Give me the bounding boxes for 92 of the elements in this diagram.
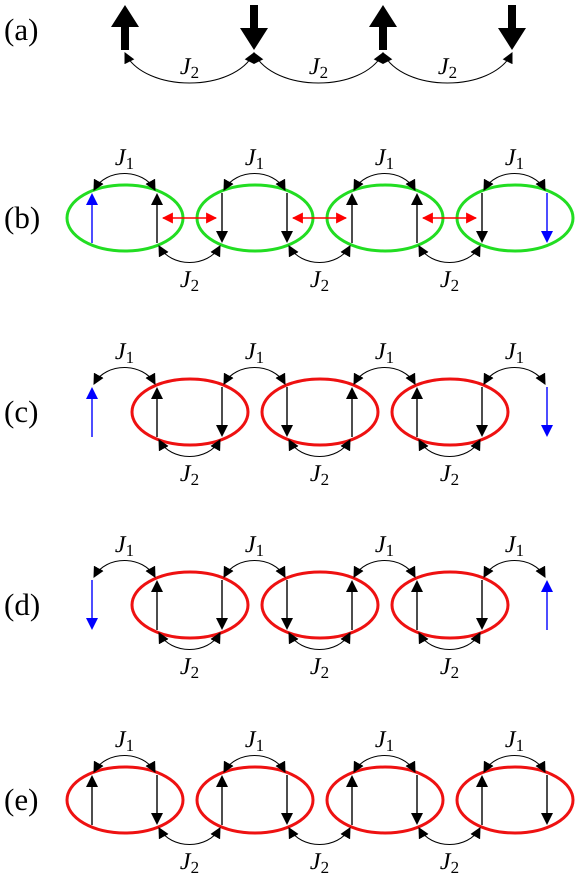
coupling-arrow xyxy=(93,560,156,578)
spin-arrow xyxy=(346,775,358,825)
spin-arrow xyxy=(541,580,553,630)
spin-arrow xyxy=(86,580,98,630)
spin-arrow xyxy=(369,5,397,50)
spin-arrow xyxy=(411,580,423,630)
spin-arrow xyxy=(476,387,488,437)
spin-arrow xyxy=(411,193,423,243)
spin-arrow xyxy=(151,387,163,437)
spin-pair-ellipse xyxy=(454,765,574,835)
spin-arrow xyxy=(281,775,293,825)
coupling-arrow xyxy=(353,173,416,191)
spin-arrow xyxy=(541,193,553,243)
panel-label: (c) xyxy=(4,396,38,428)
spin-pair-ellipse xyxy=(130,570,250,640)
coupling-arrow xyxy=(158,632,221,650)
spin-arrow xyxy=(281,387,293,437)
spin-arrow xyxy=(86,387,98,437)
coupling-arrow xyxy=(483,173,546,191)
coupling-arrow xyxy=(158,439,221,457)
panel-label: (d) xyxy=(4,589,40,621)
spin-arrow xyxy=(346,580,358,630)
spin-arrow xyxy=(476,775,488,825)
interaction-arrow xyxy=(292,212,348,224)
spin-arrow xyxy=(541,775,553,825)
spin-pair-ellipse xyxy=(454,183,574,253)
coupling-arrow xyxy=(223,755,286,773)
spin-arrow xyxy=(240,5,268,50)
coupling-arrow xyxy=(483,560,546,578)
spin-pair-ellipse xyxy=(260,570,380,640)
coupling-arrow xyxy=(93,367,156,385)
spin-arrow xyxy=(281,193,293,243)
spin-pair-ellipse xyxy=(390,377,510,447)
panel-label: (a) xyxy=(4,14,38,46)
coupling-arrow xyxy=(418,245,481,263)
spin-arrow xyxy=(216,387,228,437)
coupling-arrow xyxy=(418,439,481,457)
spin-pair-ellipse xyxy=(390,570,510,640)
spin-arrow xyxy=(151,775,163,825)
coupling-arrow xyxy=(93,755,156,773)
panel-label: (e) xyxy=(4,784,38,816)
spin-arrow xyxy=(151,193,163,243)
coupling-arrow xyxy=(382,52,513,84)
spin-pair-ellipse xyxy=(324,765,444,835)
spin-arrow xyxy=(216,775,228,825)
spin-pair-ellipse xyxy=(260,377,380,447)
spin-arrow xyxy=(476,193,488,243)
spin-arrow xyxy=(151,580,163,630)
interaction-arrow xyxy=(162,212,218,224)
coupling-label: J$_{2}$ xyxy=(436,55,458,79)
spin-pair-ellipse xyxy=(194,765,314,835)
coupling-arrow xyxy=(353,755,416,773)
spin-pair-ellipse xyxy=(194,183,314,253)
spin-arrow xyxy=(86,193,98,243)
spin-arrow xyxy=(411,775,423,825)
spin-arrow xyxy=(476,580,488,630)
spin-pair-ellipse xyxy=(324,183,444,253)
coupling-arrow xyxy=(288,439,351,457)
spin-pair-ellipse xyxy=(130,377,250,447)
spin-arrow xyxy=(346,193,358,243)
coupling-arrow xyxy=(418,827,481,845)
spin-arrow xyxy=(346,387,358,437)
spin-arrow xyxy=(216,193,228,243)
coupling-label: J$_{2}$ xyxy=(178,55,200,79)
spin-pair-ellipse xyxy=(64,183,184,253)
coupling-label: J$_{2}$ xyxy=(308,55,330,79)
interaction-arrow xyxy=(422,212,478,224)
coupling-arrow xyxy=(158,827,221,845)
spin-arrow xyxy=(541,387,553,437)
spin-arrow xyxy=(216,580,228,630)
coupling-arrow xyxy=(353,367,416,385)
coupling-arrow xyxy=(288,827,351,845)
coupling-arrow xyxy=(483,755,546,773)
coupling-arrow xyxy=(418,632,481,650)
coupling-arrow xyxy=(253,52,384,84)
coupling-arrow xyxy=(158,245,221,263)
coupling-arrow xyxy=(223,173,286,191)
spin-pair-ellipse xyxy=(64,765,184,835)
spin-arrow xyxy=(281,580,293,630)
coupling-arrow xyxy=(223,367,286,385)
coupling-arrow xyxy=(288,245,351,263)
spin-arrow xyxy=(86,775,98,825)
spin-arrow xyxy=(411,387,423,437)
coupling-arrow xyxy=(124,52,255,84)
coupling-arrow xyxy=(483,367,546,385)
spin-arrow xyxy=(498,5,526,50)
coupling-arrow xyxy=(353,560,416,578)
coupling-arrow xyxy=(93,173,156,191)
coupling-arrow xyxy=(288,632,351,650)
panel-label: (b) xyxy=(4,202,40,234)
spin-arrow xyxy=(111,5,139,50)
coupling-arrow xyxy=(223,560,286,578)
